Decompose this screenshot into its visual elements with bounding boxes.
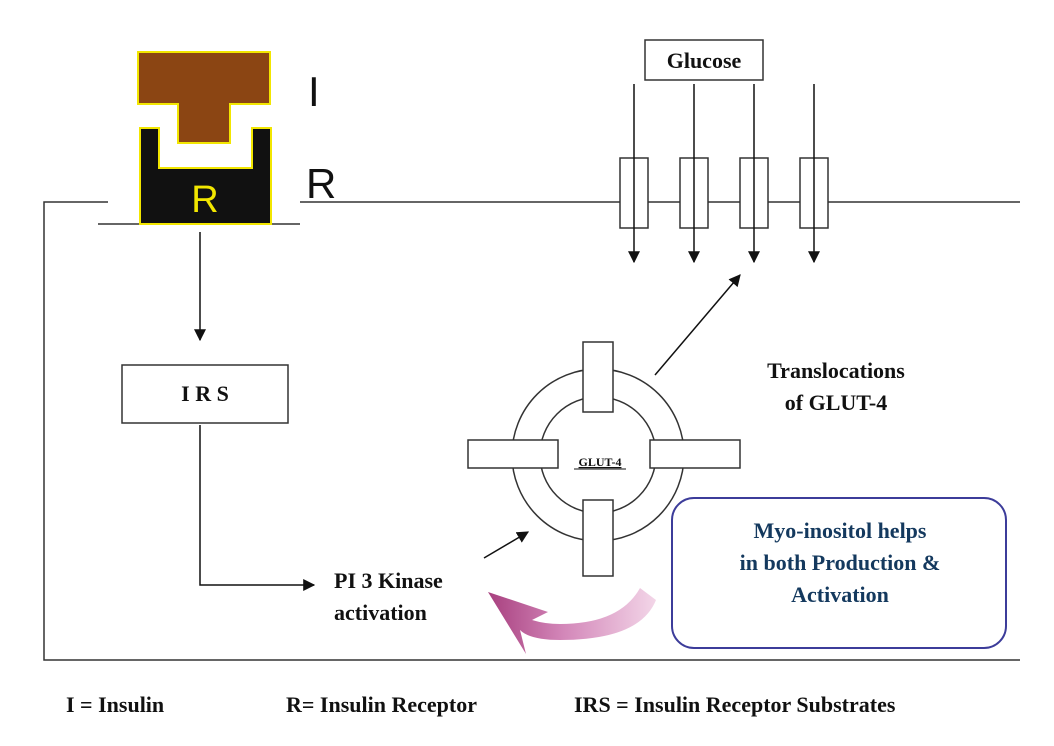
myo-inositol-line2: in both Production & bbox=[740, 550, 941, 575]
insulin-shape bbox=[137, 51, 271, 144]
pi3k-label-line1: PI 3 Kinase bbox=[334, 568, 443, 593]
feedback-loop-line bbox=[43, 201, 1020, 661]
insulin-receptor-shape bbox=[139, 127, 272, 225]
legend-irs: IRS = Insulin Receptor Substrates bbox=[574, 692, 896, 717]
irs-box bbox=[121, 364, 289, 424]
arrow-translocation bbox=[654, 274, 741, 376]
legend-insulin: I = Insulin bbox=[66, 692, 164, 717]
irs-box-label: I R S bbox=[181, 381, 229, 406]
arrow-pi3k-to-glut4 bbox=[483, 531, 530, 559]
translocations-label-line2: of GLUT-4 bbox=[785, 390, 887, 415]
glucose-channels bbox=[619, 84, 829, 264]
receptor-inner-label: R bbox=[191, 179, 218, 221]
receptor-letter-label: R bbox=[306, 160, 336, 207]
translocations-label-line1: Translocations bbox=[767, 358, 905, 383]
myo-inositol-line1: Myo-inositol helps bbox=[754, 518, 927, 543]
legend-receptor: R= Insulin Receptor bbox=[286, 692, 477, 717]
insulin-letter-label: I bbox=[308, 68, 320, 115]
myo-curved-arrow bbox=[488, 588, 656, 654]
pi3k-label-line2: activation bbox=[334, 600, 427, 625]
glut4-vesicle bbox=[467, 341, 741, 577]
glucose-label: Glucose bbox=[667, 48, 742, 73]
myo-inositol-box bbox=[671, 497, 1007, 649]
myo-inositol-line3: Activation bbox=[791, 582, 889, 607]
glucose-box bbox=[644, 39, 764, 81]
arrow-irs-to-pi3k bbox=[199, 425, 316, 591]
glut4-label: GLUT-4 bbox=[579, 455, 622, 469]
